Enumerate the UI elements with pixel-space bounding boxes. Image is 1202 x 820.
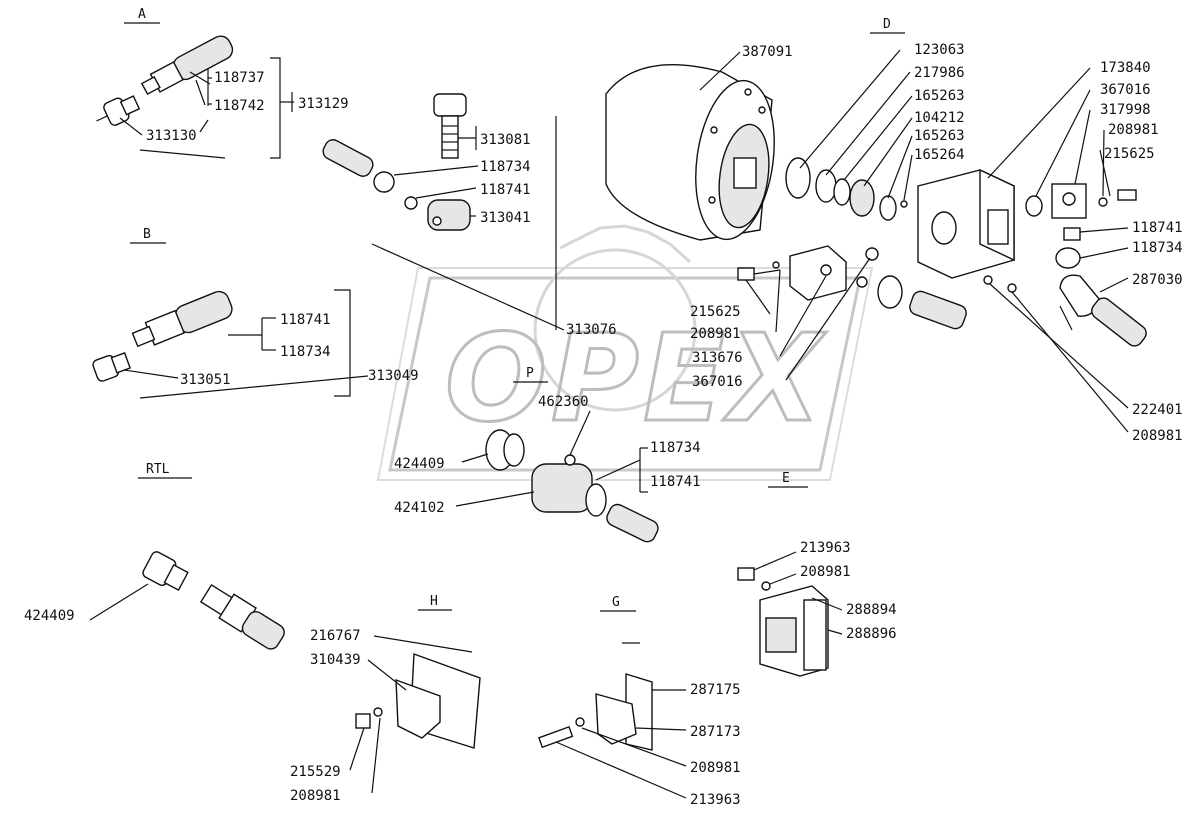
part-label: 367016 — [692, 374, 743, 390]
section-d-parts — [605, 49, 1147, 433]
part-label: 222401 — [1132, 402, 1183, 418]
part-label: 317998 — [1100, 102, 1151, 118]
part-label: 118741 — [280, 312, 331, 328]
part-label: 118741 — [650, 474, 701, 490]
part-label: 288896 — [846, 626, 897, 642]
part-label: 104212 — [914, 110, 965, 126]
part-label: 213963 — [800, 540, 851, 556]
part-label: 118734 — [280, 344, 331, 360]
section-e-parts — [737, 551, 843, 677]
part-label: 215625 — [1104, 146, 1155, 162]
part-label: 118741 — [480, 182, 531, 198]
bracket-lines — [199, 57, 648, 493]
section-g-parts — [538, 673, 687, 799]
part-label: 118734 — [1132, 240, 1183, 256]
section-h-title: H — [430, 594, 438, 609]
part-label: 310439 — [310, 652, 361, 668]
part-label: 313129 — [298, 96, 349, 112]
section-a-parts — [96, 35, 234, 159]
section-p-title: P — [526, 366, 534, 381]
part-label: 387091 — [742, 44, 793, 60]
part-label: 118734 — [480, 159, 531, 175]
part-label: 313076 — [566, 322, 617, 338]
part-label: 313081 — [480, 132, 531, 148]
part-labels: 118737 118742 313129 313130 313081 11873… — [24, 42, 1183, 808]
part-label: 287030 — [1132, 272, 1183, 288]
part-label: 173840 — [1100, 60, 1151, 76]
section-banjo-parts — [322, 93, 565, 331]
part-label: 287173 — [690, 724, 741, 740]
part-label: 313130 — [146, 128, 197, 144]
part-label: 424409 — [24, 608, 75, 624]
part-label: 118737 — [214, 70, 265, 86]
part-label: 208981 — [1108, 122, 1159, 138]
part-label: 287175 — [690, 682, 741, 698]
part-label: 216767 — [310, 628, 361, 644]
section-b-title: B — [143, 227, 151, 242]
part-label: 215529 — [290, 764, 341, 780]
part-label: 123063 — [914, 42, 965, 58]
part-label: 213963 — [690, 792, 741, 808]
section-p-parts — [455, 410, 659, 543]
watermark: OPEX — [376, 224, 874, 481]
part-label: 165264 — [914, 147, 965, 163]
part-label: 313676 — [692, 350, 743, 366]
part-label: 313049 — [368, 368, 419, 384]
part-label: 118741 — [1132, 220, 1183, 236]
part-label: 313041 — [480, 210, 531, 226]
part-label: 424409 — [394, 456, 445, 472]
part-label: 208981 — [290, 788, 341, 804]
watermark-gear-icon — [533, 224, 697, 412]
part-label: 462360 — [538, 394, 589, 410]
part-label: 208981 — [1132, 428, 1183, 444]
section-e-title: E — [782, 471, 790, 486]
part-label: 217986 — [914, 65, 965, 81]
part-label: 118742 — [214, 98, 265, 114]
part-label: 424102 — [394, 500, 445, 516]
part-label: 313051 — [180, 372, 231, 388]
section-b-parts — [92, 290, 369, 399]
part-label: 208981 — [690, 760, 741, 776]
part-label: 215625 — [690, 304, 741, 320]
section-rtl-parts — [89, 551, 285, 650]
section-a-title: A — [138, 7, 146, 22]
section-headers: A B D P E RTL H G — [124, 7, 905, 644]
section-d-title: D — [883, 17, 891, 32]
part-label: 208981 — [690, 326, 741, 342]
part-label: 165263 — [914, 88, 965, 104]
part-label: 118734 — [650, 440, 701, 456]
part-label: 288894 — [846, 602, 897, 618]
part-label: 208981 — [800, 564, 851, 580]
section-rtl-title: RTL — [146, 462, 170, 477]
section-g-title: G — [612, 595, 620, 610]
watermark-text: OPEX — [445, 310, 827, 449]
section-h-parts — [349, 635, 481, 794]
part-label: 165263 — [914, 128, 965, 144]
part-label: 367016 — [1100, 82, 1151, 98]
